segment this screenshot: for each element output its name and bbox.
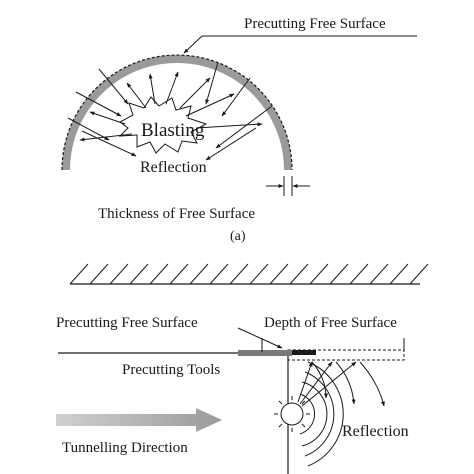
ground-hatching: [69, 263, 429, 285]
blast-point: [274, 396, 310, 432]
precutting-tool-body: [238, 350, 292, 356]
label-precutting-free-surface-b: Precutting Free Surface: [56, 315, 198, 331]
label-thickness-of-free-surface: Thickness of Free Surface: [98, 206, 255, 222]
label-precutting-free-surface-a: Precutting Free Surface: [244, 16, 386, 32]
panel-b: Precutting Free Surface Depth of Free Su…: [56, 263, 429, 474]
tunnelling-direction-arrow: [56, 408, 222, 432]
label-precutting-tools: Precutting Tools: [122, 362, 220, 378]
incident-rays-b: [297, 361, 357, 407]
reflection-arrows-a: [67, 61, 273, 161]
label-depth-of-free-surface: Depth of Free Surface: [264, 315, 397, 331]
wave-fronts: [299, 361, 344, 467]
label-tunnelling-direction: Tunnelling Direction: [62, 440, 188, 456]
panel-a: Precutting Free Surface Blasting Ref: [61, 16, 417, 244]
precutting-tool-tip: [292, 350, 316, 355]
blast-star: [118, 96, 208, 154]
label-reflection-b: Reflection: [342, 423, 409, 440]
precut-label-arrow: [183, 35, 203, 54]
label-reflection-a: Reflection: [140, 159, 207, 176]
free-surface-boundary: [61, 54, 293, 171]
label-blasting: Blasting: [141, 120, 205, 141]
precut-b-arrow: [237, 327, 283, 349]
label-panel-a-tag: (a): [230, 229, 246, 244]
reflected-rays-b: [311, 361, 385, 407]
thickness-dimension: [266, 176, 310, 196]
incident-arrows: [79, 71, 263, 142]
